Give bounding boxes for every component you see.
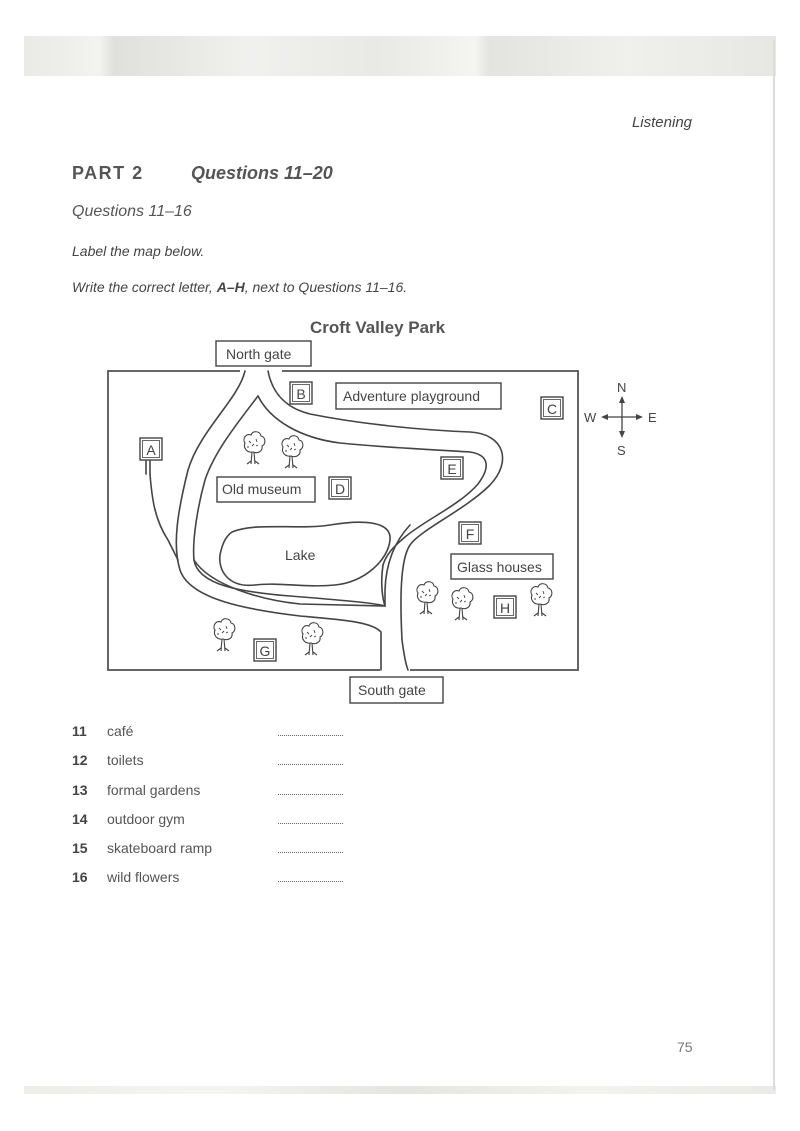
letter-box-f: F xyxy=(458,521,482,545)
glass-houses-label: Glass houses xyxy=(457,559,542,575)
park-boundary xyxy=(107,370,579,671)
compass-icon xyxy=(601,396,643,438)
question-row: 11 café xyxy=(72,723,362,752)
instruction-prefix: Write the correct letter, xyxy=(72,279,217,295)
letter-box-e: E xyxy=(440,456,464,480)
letter-box-d: D xyxy=(328,476,352,500)
letter-b: B xyxy=(296,386,305,402)
north-gate-gap xyxy=(240,366,282,376)
letter-box-g: G xyxy=(253,638,277,662)
path-west-outer xyxy=(175,370,382,671)
north-gate-box: North gate xyxy=(215,340,312,367)
letter-a: A xyxy=(146,442,156,458)
question-label: toilets xyxy=(107,752,144,769)
question-list: 11 café 12 toilets 13 formal gardens 14 … xyxy=(72,723,362,899)
instruction-label-map: Label the map below. xyxy=(72,243,205,259)
question-number: 11 xyxy=(72,723,87,739)
scan-top-edge xyxy=(24,36,776,76)
question-row: 16 wild flowers xyxy=(72,869,362,898)
letter-h: H xyxy=(500,600,510,616)
answer-blank[interactable] xyxy=(278,735,343,736)
tree-icon xyxy=(451,587,474,621)
tree-icon xyxy=(301,622,324,656)
letter-f: F xyxy=(466,526,475,542)
adventure-playground-box: Adventure playground xyxy=(335,382,502,410)
letter-c: C xyxy=(547,401,557,417)
question-label: skateboard ramp xyxy=(107,840,213,857)
part-title: PART 2 xyxy=(72,163,144,183)
page-number: 75 xyxy=(677,1039,693,1055)
letter-box-a: A xyxy=(139,437,163,461)
letter-d: D xyxy=(335,481,345,497)
question-label: wild flowers xyxy=(107,869,180,886)
tree-icon xyxy=(281,435,304,469)
path-to-a xyxy=(149,457,179,561)
answer-blank[interactable] xyxy=(278,852,343,854)
path-east-inner xyxy=(380,564,386,607)
question-row: 13 formal gardens xyxy=(72,782,362,811)
tree-icon xyxy=(416,581,439,615)
tree-icon xyxy=(530,583,553,617)
question-number: 15 xyxy=(72,840,88,857)
instruction-suffix: , next to Questions 11–16. xyxy=(244,279,408,295)
compass-west-label: W xyxy=(584,410,597,425)
paths xyxy=(145,370,504,671)
instruction-letters: A–H xyxy=(216,279,245,295)
question-label: outdoor gym xyxy=(107,810,185,827)
question-number: 14 xyxy=(72,810,88,827)
question-row: 15 skateboard ramp xyxy=(72,840,362,869)
subsection-title: Questions 11–16 xyxy=(72,203,192,220)
south-gate-gap xyxy=(380,664,410,676)
map-title: Croft Valley Park xyxy=(310,318,446,337)
adventure-playground-label: Adventure playground xyxy=(343,388,480,404)
scan-bottom-edge xyxy=(24,1086,776,1094)
letter-box-h: H xyxy=(493,595,517,619)
question-number: 16 xyxy=(72,869,88,886)
path-south-inner xyxy=(193,559,386,607)
letter-g: G xyxy=(260,643,271,659)
compass-east-label: E xyxy=(648,410,657,425)
letter-box-b: B xyxy=(289,381,313,405)
letter-e: E xyxy=(447,461,456,477)
south-gate-box: South gate xyxy=(349,676,444,704)
answer-blank[interactable] xyxy=(278,793,343,795)
lake xyxy=(219,521,391,587)
compass-north-label: N xyxy=(617,380,626,395)
letter-box-c: C xyxy=(540,396,564,420)
old-museum-box: Old museum xyxy=(216,476,316,503)
question-label: formal gardens xyxy=(107,781,201,798)
north-gate-label: North gate xyxy=(226,346,292,362)
page-edge xyxy=(773,40,775,1090)
south-gate-label: South gate xyxy=(358,682,426,698)
compass-south-label: S xyxy=(617,443,626,458)
tree-icon xyxy=(243,431,266,465)
question-row: 14 outdoor gym xyxy=(72,811,362,840)
question-row: 12 toilets xyxy=(72,752,362,781)
section-header: Listening xyxy=(631,114,692,131)
question-label: café xyxy=(107,723,134,739)
park-map: Lake North gate South gate Adventure pla… xyxy=(107,340,657,704)
path-north-inner xyxy=(257,395,487,566)
path-north-outer xyxy=(267,370,504,671)
question-number: 13 xyxy=(72,781,88,798)
answer-blank[interactable] xyxy=(278,822,343,824)
answer-blank[interactable] xyxy=(278,881,343,883)
path-west-inner xyxy=(192,395,411,607)
glass-houses-box: Glass houses xyxy=(450,553,554,580)
instruction-write-letter: Write the correct letter, A–H, next to Q… xyxy=(72,279,407,295)
tree-icon xyxy=(213,618,236,652)
questions-range: Questions 11–20 xyxy=(191,163,333,183)
question-number: 12 xyxy=(72,752,88,769)
answer-blank[interactable] xyxy=(278,764,343,766)
lake-label: Lake xyxy=(285,547,316,563)
old-museum-label: Old museum xyxy=(222,481,301,497)
